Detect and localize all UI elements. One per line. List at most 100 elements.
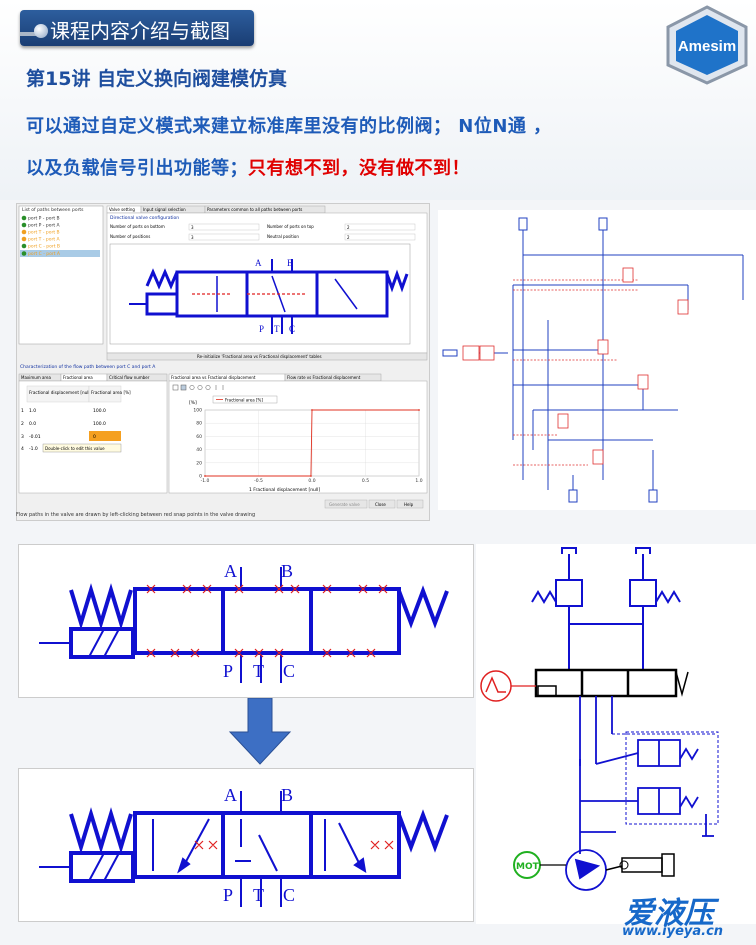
x-tick-label: -1.0 [201,478,210,484]
motor-label: MOT [516,862,540,872]
section-title-badge: 课程内容介绍与截图 [20,10,254,46]
field-label: Number of ports on bottom [110,224,165,229]
port-c-label: C [283,885,295,905]
x-axis-label: 1 Fractional displacement [null] [249,487,320,493]
config-fields: Number of ports on bottom 3 Number of po… [110,223,416,241]
valve-symbol-configured: A B P T C [18,768,474,922]
ports-header: List of paths between ports [22,207,84,213]
port-a-label: A [224,561,237,581]
x-tick-label: 0.0 [308,478,315,484]
y-tick-label: 100 [193,408,202,414]
port-item[interactable]: port P - port A [28,223,61,229]
port-b-label: B [287,258,293,268]
circuit-diagram-1 [438,210,756,510]
port-p-label: P [223,885,233,905]
port-b-label: B [281,561,293,581]
generate-valve-button[interactable]: Generate valve [329,502,360,507]
port-p-label: P [223,661,233,681]
cell-disp[interactable]: -0.01 [29,434,41,440]
cell-disp[interactable]: 0.0 [29,421,36,427]
editor-footer-hint: Flow paths in the valve are drawn by lef… [16,512,256,518]
plot-legend: Fractional area [%] [225,398,263,403]
port-p-label: P [259,324,264,334]
cell-disp[interactable]: -1.0 [29,446,38,452]
valve-editor-drawing: List of paths between ports port P - por… [18,205,428,509]
port-item[interactable]: port C - port B [28,244,60,250]
edit-tooltip: Double-click to edit this value [45,446,105,451]
table-header: Fractional displacement [null] [29,390,92,395]
port-t-label: T [253,661,264,681]
valve-symbol-editable: A B P T C [18,544,474,698]
valve-symbol-1-drawing: A B P T C [39,561,449,683]
desc-highlight: 只有想不到，没有做不到！ [248,158,470,179]
circuit-diagram-2: MOT [476,544,756,924]
circuit-1-drawing [442,217,744,503]
down-arrow-icon [228,698,292,765]
x-tick-label: 1.0 [415,478,422,484]
config-title: Directional valve configuration [110,215,179,221]
circuit-2-drawing: MOT [480,547,719,891]
lesson-description-line2: 以及负载信号引出功能等；只有想不到，没有做不到！ [26,154,470,180]
watermark-logo: 爱液压 [624,896,714,931]
port-item[interactable]: port P - port B [28,216,60,222]
field-label: Number of ports on top [267,224,314,229]
table-header: Fractional area [%] [91,390,131,395]
tab-flow-plot[interactable]: Flow rate vs Fractional displacement [287,375,361,380]
watermark-url: www.iyeya.cn [622,924,724,939]
y-tick-label: 0 [199,474,202,480]
lesson-title: 第15讲 自定义换向阀建模仿真 [26,68,288,90]
port-t-label: T [253,885,264,905]
char-title: Characterization of the flow path betwee… [20,364,156,370]
badge-bar [20,32,44,36]
tab-area-plot[interactable]: Fractional area vs Fractional displaceme… [171,375,256,380]
data-point [310,475,312,477]
row-index: 2 [21,421,24,427]
field-value[interactable]: 2 [347,225,350,230]
y-unit: [%] [189,400,197,406]
data-point [204,475,206,477]
port-item[interactable]: port T - port B [28,230,60,236]
field-value[interactable]: 3 [191,225,194,230]
port-a-label: A [224,785,237,805]
port-item[interactable]: port T - port A [28,237,61,243]
tab-valve-setting[interactable]: Valve setting [109,207,135,212]
field-label: Neutral position [267,234,299,239]
data-point [311,409,313,411]
cell-area-selected[interactable]: 0 [93,434,96,440]
field-value[interactable]: 2 [347,235,350,240]
x-tick-label: 0.5 [362,478,369,484]
port-item-selected[interactable]: port C - port A [28,251,61,257]
data-point [418,409,420,411]
field-value[interactable]: 3 [191,235,194,240]
close-button[interactable]: Close [375,502,386,507]
tab-max-area[interactable]: Maximum area [21,375,51,380]
ports-list: port P - port B port P - port A port T -… [20,216,100,257]
lesson-description-line1: 可以通过自定义模式来建立标准库里没有的比例阀； N位N通 ， [26,116,552,137]
valve-editor-window: List of paths between ports port P - por… [16,203,430,521]
port-t-label: T [274,324,280,334]
y-tick-label: 80 [196,421,202,427]
cell-area[interactable]: 100.0 [93,408,106,414]
cell-disp[interactable]: 1.0 [29,408,36,414]
port-c-label: C [289,324,295,334]
row-index: 3 [21,434,24,440]
desc-prefix: 以及负载信号引出功能等； [26,158,248,179]
field-label: Number of positions [110,234,150,239]
tab-critical-flow[interactable]: Critical flow number [109,375,150,380]
editor-valve-drawing [109,243,411,345]
tab-input-signal[interactable]: Input signal selection [143,207,186,212]
port-c-label: C [283,661,295,681]
port-a-label: A [255,258,262,268]
badge-dot-icon [34,24,48,38]
tab-fractional-area[interactable]: Fractional area [63,375,93,380]
section-title: 课程内容介绍与截图 [50,19,230,43]
valve-symbol-2-drawing: A B P T C [39,785,449,907]
y-tick-label: 40 [196,447,202,453]
help-button[interactable]: Help [404,502,414,507]
plot-toolbar-icons[interactable] [172,384,224,391]
reinit-button[interactable]: Re-initialize 'Fractional area vs Fracti… [197,354,322,359]
cell-area[interactable]: 100.0 [93,421,106,427]
tab-common-params[interactable]: Parameters common to all paths between p… [207,207,302,212]
x-tick-label: -0.5 [254,478,263,484]
